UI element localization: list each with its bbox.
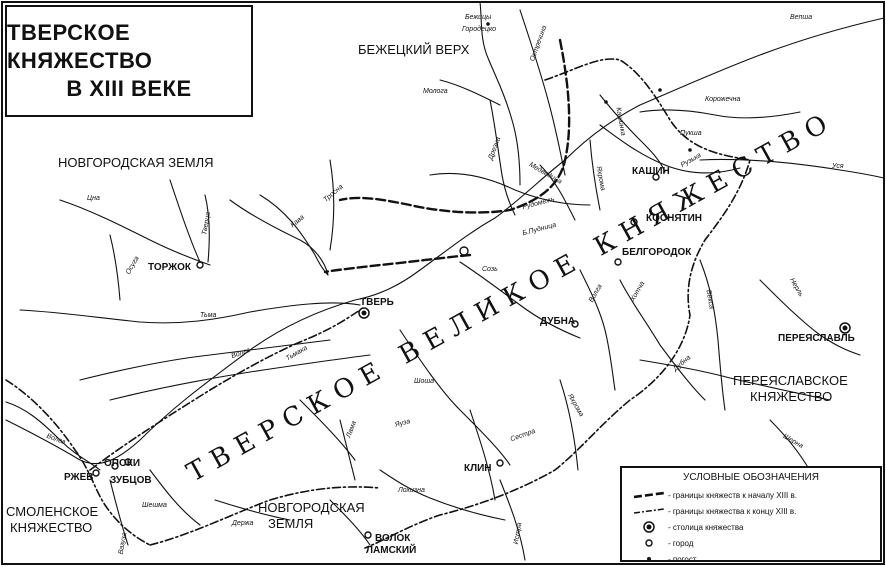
city-opoki: ОПОКИ <box>104 458 141 469</box>
legend-label: - столица княжества <box>668 522 744 532</box>
legend-row-early-boundary: - границы княжеств к началу XIII в. <box>630 487 872 503</box>
town-bezhitsy: Бежицы <box>465 14 492 21</box>
river-shesha: Шешма <box>142 502 167 509</box>
town-markers <box>92 173 660 539</box>
city-tver: ТВЕРЬ <box>360 297 394 308</box>
region-novgorod-south-2: ЗЕМЛЯ <box>268 516 314 531</box>
city-pereslavl: ПЕРЕЯСЛАВЛЬ <box>778 333 855 344</box>
town-icon <box>630 537 668 549</box>
city-dubna: ДУБНА <box>540 316 576 327</box>
region-bezhetsky-verkh: БЕЖЕЦКИЙ ВЕРХ <box>358 42 470 57</box>
capital-markers <box>358 307 851 334</box>
region-pereslavl-1: ПЕРЕЯСЛАВСКОЕ <box>733 373 848 388</box>
city-klin: КЛИН <box>464 463 492 474</box>
boundary-early-1 <box>338 38 571 214</box>
pogost-markers <box>486 22 692 152</box>
legend-label: - границы княжества к концу XIII в. <box>668 506 797 516</box>
town-gorodetsko: Городецко <box>462 26 497 33</box>
river-tma: Тьма <box>200 312 217 319</box>
city-belgorodok: БЕЛГОРОДОК <box>622 247 692 258</box>
river-lokhizha: Лохизна <box>398 487 425 494</box>
legend-label: - границы княжеств к началу XIII в. <box>668 490 797 500</box>
boundary-late-south <box>149 486 381 546</box>
boundary-early-2 <box>323 253 472 274</box>
boundary-late-outer <box>364 58 752 549</box>
pogost-icon <box>630 553 668 565</box>
river-puksha: Пукша <box>680 130 702 137</box>
river-usya: Уся <box>832 163 844 170</box>
title-line-1: ТВЕРСКОЕ КНЯЖЕСТВО <box>7 20 153 73</box>
legend-label: - город <box>668 538 694 548</box>
title-line-2: В XIII ВЕКЕ <box>66 76 192 101</box>
legend: УСЛОВНЫЕ ОБОЗНАЧЕНИЯ - границы княжеств … <box>620 466 882 564</box>
river-mologa: Молога <box>423 88 448 95</box>
region-novgorod-north: НОВГОРОДСКАЯ ЗЕМЛЯ <box>58 155 214 170</box>
city-torzhok: ТОРЖОК <box>148 262 191 273</box>
river-volga <box>5 17 885 465</box>
legend-row-capital: - столица княжества <box>630 519 872 535</box>
title-box: ТВЕРСКОЕ КНЯЖЕСТВО В XIII ВЕКЕ <box>5 5 253 117</box>
legend-row-town: - город <box>630 535 872 551</box>
legend-row-late-boundary: - границы княжества к концу XIII в. <box>630 503 872 519</box>
river-sos: Созь <box>482 266 498 273</box>
boundary-late-west <box>5 379 151 546</box>
river-derzha: Держа <box>232 520 254 527</box>
region-smolensk-2: КНЯЖЕСТВО <box>10 520 93 535</box>
boundary-late-nw <box>89 309 361 471</box>
city-volok-2: ЛАМСКИЙ <box>366 545 417 556</box>
city-kosnyatin: КОСНЯТИН <box>646 213 703 224</box>
legend-title: УСЛОВНЫЕ ОБОЗНАЧЕНИЯ <box>683 472 819 483</box>
region-smolensk-1: СМОЛЕНСКОЕ <box>6 504 99 519</box>
river-vepsha: Вепша <box>790 14 813 21</box>
dash-dot-icon <box>630 505 668 517</box>
city-volok-1: ВОЛОК <box>375 533 411 544</box>
city-zubtsov: ЗУБЦОВ <box>110 475 152 486</box>
thick-dash-icon <box>630 489 668 501</box>
region-pereslavl-2: КНЯЖЕСТВО <box>750 389 833 404</box>
city-rzhev: РЖЕВ <box>64 472 94 483</box>
legend-row-pogost: - погост <box>630 551 872 567</box>
city-kashin: КАШИН <box>632 166 670 177</box>
capital-icon <box>630 521 668 533</box>
legend-label: - погост <box>668 554 697 564</box>
river-tsna: Цна <box>87 195 100 202</box>
river-korozhechna: Корожечна <box>705 96 741 103</box>
region-novgorod-south-1: НОВГОРОДСКАЯ <box>258 500 365 515</box>
river-shosha: Шоша <box>414 378 435 385</box>
